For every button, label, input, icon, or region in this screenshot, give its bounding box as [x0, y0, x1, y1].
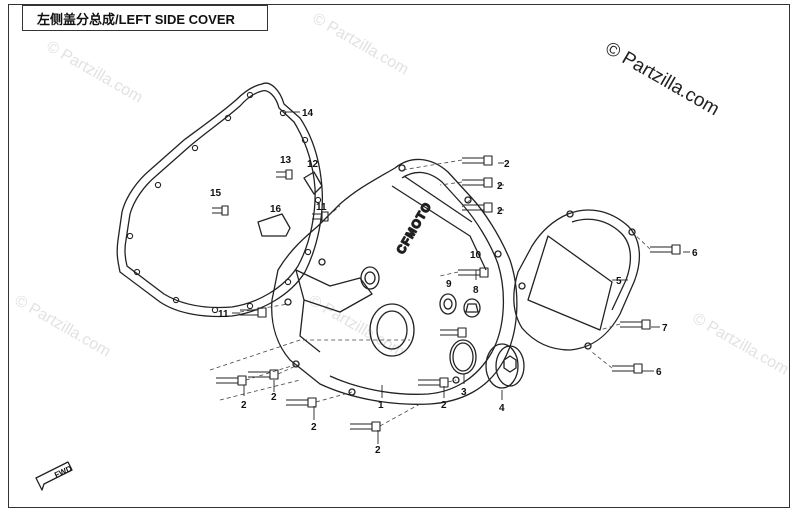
fwd-label: FWD [53, 464, 74, 480]
washer-part-9[interactable] [439, 293, 457, 315]
callout-leaders [232, 111, 690, 444]
o-ring-part-3[interactable] [449, 339, 477, 375]
callout-12: 12 [307, 159, 319, 170]
callout-9: 9 [446, 279, 452, 290]
plug-part-4[interactable] [485, 343, 525, 389]
callout-13: 13 [280, 155, 292, 166]
callout-2: 2 [241, 400, 247, 411]
callout-7: 7 [662, 323, 668, 334]
callout-6: 6 [692, 248, 698, 259]
bolt-group[interactable] [212, 155, 681, 432]
callout-2: 2 [441, 400, 447, 411]
bracket-part-12[interactable] [303, 171, 323, 195]
callout-4: 4 [499, 403, 505, 414]
fwd-arrow-icon [35, 461, 73, 491]
left-side-cover-part-1[interactable] [271, 158, 518, 405]
callout-2: 2 [497, 181, 503, 192]
callout-1: 1 [378, 400, 384, 411]
plate-part-16[interactable] [257, 213, 291, 237]
diagram-frame [8, 4, 790, 508]
callout-14: 14 [302, 108, 314, 119]
gasket-part-14[interactable] [116, 82, 324, 318]
callout-11: 11 [218, 309, 229, 320]
callout-3: 3 [461, 387, 467, 398]
callout-2: 2 [271, 392, 277, 403]
callout-8: 8 [473, 285, 479, 296]
small-cover-part-5[interactable] [513, 209, 640, 351]
callout-2: 2 [311, 422, 317, 433]
callout-2: 2 [504, 159, 510, 170]
cover-brand-text: CFMOTO [393, 199, 434, 256]
callout-5: 5 [616, 276, 622, 287]
callout-10: 10 [470, 250, 482, 261]
diagram-title: 左侧盖分总成/LEFT SIDE COVER [22, 5, 268, 31]
callout-2: 2 [375, 445, 381, 456]
callout-11: 11 [316, 202, 327, 213]
callout-15: 15 [210, 188, 222, 199]
leader-lines [209, 159, 651, 427]
callout-2: 2 [497, 206, 503, 217]
callout-6: 6 [656, 367, 662, 378]
callout-16: 16 [270, 204, 282, 215]
plug-part-8[interactable] [463, 298, 481, 318]
callout-numbers: 14 13 12 15 16 11 2 2 2 10 9 8 5 6 7 6 1… [210, 108, 698, 456]
